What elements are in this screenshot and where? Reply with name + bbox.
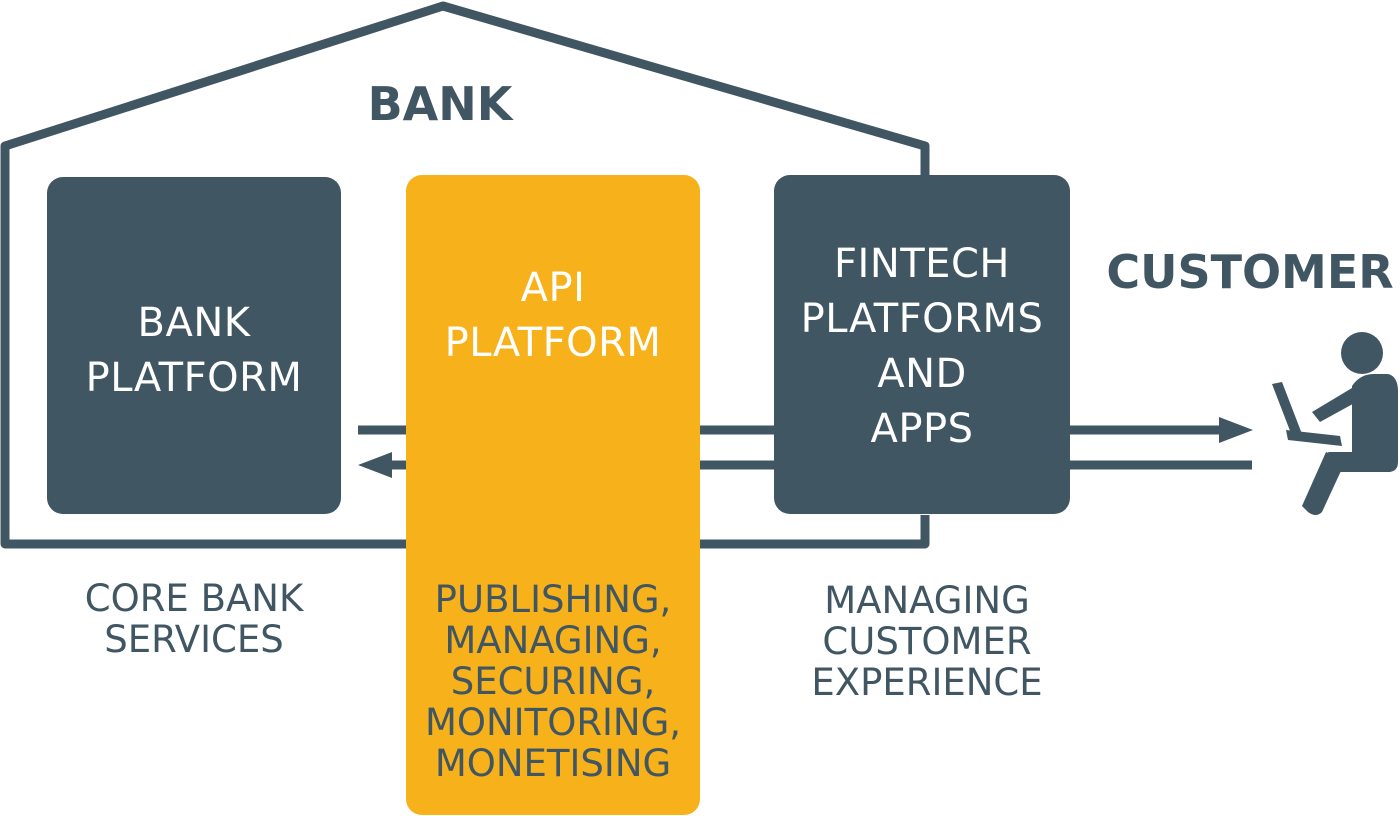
bank-platform-box: BANK PLATFORM	[47, 177, 341, 514]
api-caption-line: SECURING,	[450, 660, 656, 703]
fintech-platforms-box: FINTECH PLATFORMS AND APPS	[774, 175, 1070, 514]
fintech-caption: MANAGING CUSTOMER EXPERIENCE	[774, 580, 1080, 703]
api-platform-label-line: API	[520, 265, 586, 311]
bank-caption-line: SERVICES	[104, 618, 284, 661]
customer-title: CUSTOMER	[1106, 245, 1394, 299]
response-arrowhead	[358, 452, 392, 478]
bank-caption-line: CORE BANK	[84, 577, 304, 620]
fintech-platforms-label: FINTECH PLATFORMS AND APPS	[774, 237, 1070, 457]
fintech-caption-line: CUSTOMER	[822, 620, 1032, 663]
fintech-caption-line: EXPERIENCE	[811, 661, 1043, 704]
person-with-laptop-icon	[1272, 332, 1398, 515]
fintech-label-line: PLATFORMS	[800, 296, 1044, 342]
api-platform-label-line: PLATFORM	[444, 320, 662, 366]
bank-platform-label-line: PLATFORM	[85, 355, 303, 401]
api-platform-caption: PUBLISHING, MANAGING, SECURING, MONITORI…	[406, 579, 700, 784]
to-customer-arrowhead	[1219, 417, 1253, 443]
api-caption-line: MANAGING,	[444, 619, 662, 662]
fintech-caption-line: MANAGING	[824, 579, 1030, 622]
fintech-label-line: AND	[877, 351, 967, 397]
bank-platform-caption: CORE BANK SERVICES	[47, 578, 341, 660]
bank-title: BANK	[367, 77, 513, 131]
fintech-label-line: APPS	[870, 406, 974, 452]
api-caption-line: PUBLISHING,	[434, 578, 672, 621]
api-caption-line: MONETISING	[434, 742, 672, 785]
bank-platform-label: BANK PLATFORM	[47, 296, 341, 406]
api-caption-line: MONITORING,	[424, 701, 682, 744]
bank-house-outline	[0, 1, 930, 549]
api-platform-label: API PLATFORM	[406, 261, 700, 371]
fintech-label-line: FINTECH	[834, 241, 1010, 287]
bank-platform-label-line: BANK	[137, 300, 251, 346]
api-platform-column: API PLATFORM PUBLISHING, MANAGING, SECUR…	[406, 175, 700, 815]
